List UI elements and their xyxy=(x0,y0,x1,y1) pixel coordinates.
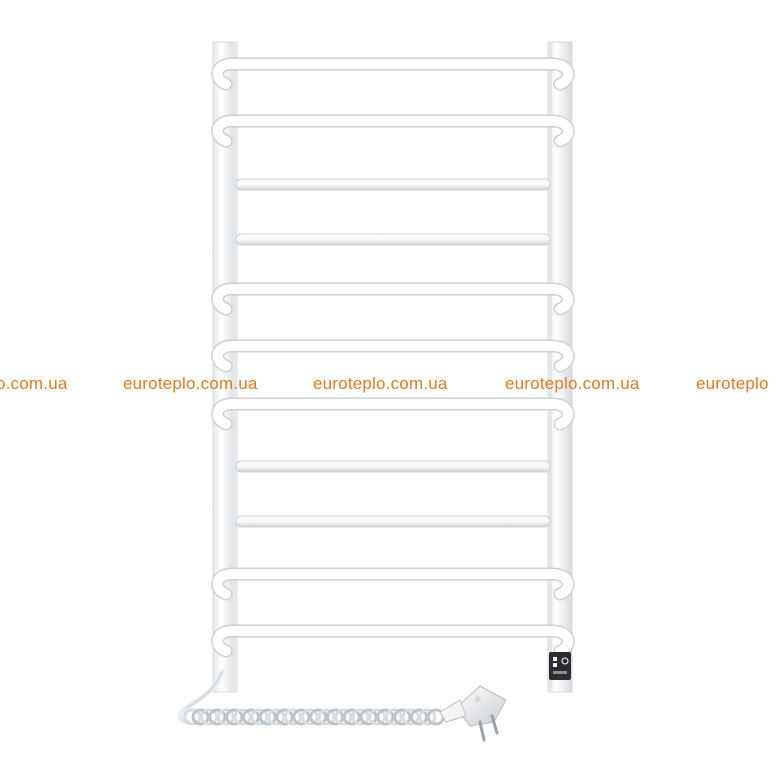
rung xyxy=(211,114,575,148)
cable-coil-loop xyxy=(351,708,370,726)
cable-coil-loop xyxy=(409,708,429,726)
cable-coil-loop xyxy=(309,708,328,726)
rung xyxy=(235,460,551,473)
cable-coil-loop xyxy=(267,708,286,726)
cable-coil-loop xyxy=(250,708,269,726)
cable-coil-loop xyxy=(241,708,261,726)
cable-coil-loop xyxy=(384,708,403,726)
cable-coil-loop xyxy=(225,708,244,726)
cable-coil-loop xyxy=(292,708,311,726)
rung xyxy=(211,567,575,601)
cable-coil-loop xyxy=(199,708,219,726)
cable-coil-loop xyxy=(334,708,353,726)
watermark-text: euroteplo.com.ua xyxy=(123,374,258,393)
rung xyxy=(211,397,575,431)
rung xyxy=(235,515,551,528)
watermark-text: euroteplo.com.ua xyxy=(313,374,448,393)
cable-coil-loop xyxy=(275,708,294,726)
watermark-text: euroteplo xyxy=(696,374,769,393)
rung xyxy=(211,282,575,316)
coiled-cable-icon xyxy=(177,669,445,726)
cable-coil-loop xyxy=(283,708,303,726)
cable-coil-loop xyxy=(376,708,395,726)
watermark-text: lo.com.ua xyxy=(0,374,68,393)
rung xyxy=(235,233,551,246)
cable-coil-loop xyxy=(418,708,437,726)
rungs xyxy=(211,57,575,658)
controller xyxy=(549,652,571,680)
rung xyxy=(211,57,575,91)
cable-coil-loop xyxy=(258,708,277,726)
control-panel-icon xyxy=(553,657,569,674)
cable-coil-loop xyxy=(367,708,387,726)
cable-coil-loop xyxy=(317,708,336,726)
watermark-text: euroteplo.com.ua xyxy=(505,374,640,393)
power-plug-icon xyxy=(439,685,507,742)
cable-coil-loop xyxy=(208,708,227,726)
cable-coil-loop xyxy=(300,708,319,726)
cable-coil-loop xyxy=(393,708,412,726)
rung xyxy=(211,624,575,658)
cable-coil-loop xyxy=(233,708,252,726)
cable-coil-loop xyxy=(342,708,361,726)
cable-coil-loop xyxy=(216,708,235,726)
cable-coil-loop xyxy=(401,708,420,726)
rung xyxy=(235,178,551,191)
cable-coil-loop xyxy=(191,708,210,726)
cable-coil-loop xyxy=(359,708,378,726)
cable-coil-loop xyxy=(325,708,345,726)
cable-coil-loop xyxy=(183,708,202,726)
rung xyxy=(211,339,575,373)
